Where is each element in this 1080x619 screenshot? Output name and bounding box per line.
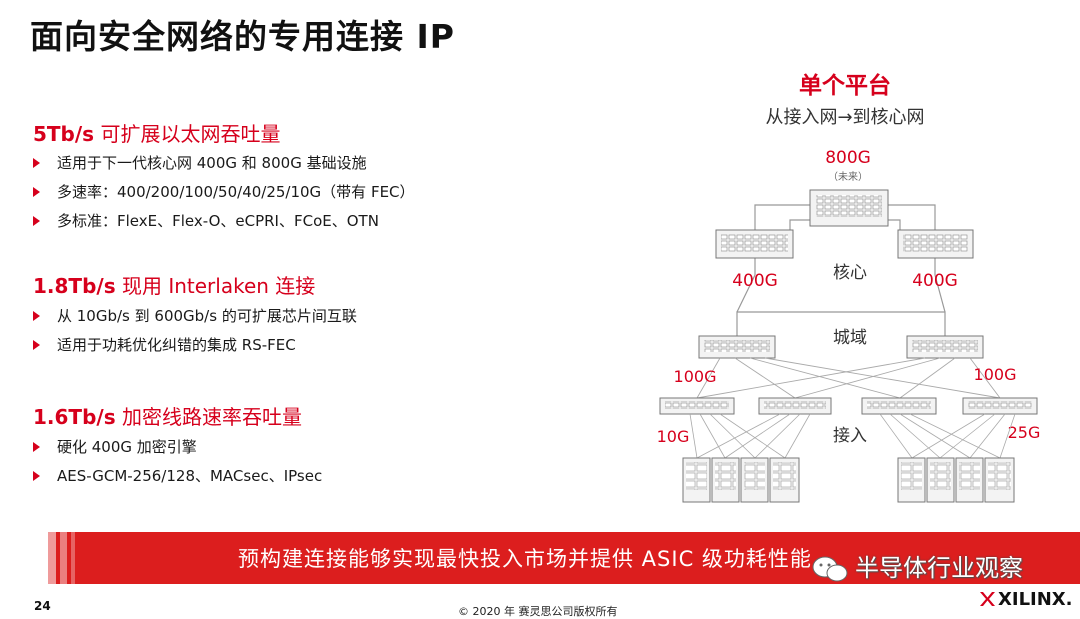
bullet-item: AES-GCM-256/128、MACsec、IPsec <box>33 465 322 486</box>
bullet-triangle-icon <box>33 470 40 481</box>
section-heading-ethernet: 5Tb/s 可扩展以太网吞吐量 <box>33 118 280 147</box>
bullet-triangle-icon <box>33 339 40 350</box>
bullet-text: 从 10Gb/s 到 600Gb/s 的可扩展芯片间互联 <box>57 307 357 325</box>
bullet-text: 适用于下一代核心网 400G 和 800G 基础设施 <box>57 154 367 172</box>
bullet-item: 多标准：FlexE、Flex-O、eCPRI、FCoE、OTN <box>33 210 379 231</box>
access-label: 接入 <box>833 426 867 446</box>
bullet-item: 从 10Gb/s 到 600Gb/s 的可扩展芯片间互联 <box>33 305 357 326</box>
wechat-icon <box>812 556 848 582</box>
bullet-item: 硬化 400G 加密引擎 <box>33 436 197 457</box>
core-switch-800g <box>809 189 889 227</box>
banner-text: 预构建连接能够实现最快投入市场并提供 ASIC 级功耗性能 <box>238 547 812 571</box>
section-heading-text: 现用 Interlaken 连接 <box>115 274 316 298</box>
access-switch <box>861 397 937 415</box>
banner-stripe <box>60 532 67 584</box>
banner-background <box>48 532 1080 584</box>
bullet-triangle-icon <box>33 441 40 452</box>
core-right-speed: 400G <box>912 271 958 291</box>
page-number: 24 <box>34 599 51 613</box>
access-left-speed: 10G <box>657 427 690 446</box>
top-speed-label: 800G <box>825 148 871 168</box>
core-switch-right <box>897 229 974 259</box>
access-switch <box>962 397 1038 415</box>
metro-right-speed: 100G <box>974 365 1017 384</box>
access-switch <box>659 397 735 415</box>
server-rack-right <box>897 457 1015 503</box>
section-heading-text: 加密线路速率吞吐量 <box>115 405 302 429</box>
core-left-speed: 400G <box>732 271 778 291</box>
server-rack-left <box>682 457 800 503</box>
bullet-triangle-icon <box>33 310 40 321</box>
metro-label: 城域 <box>833 328 867 348</box>
bullet-triangle-icon <box>33 157 40 168</box>
banner-stripe <box>48 532 56 584</box>
page-title: 面向安全网络的专用连接 IP <box>30 17 455 56</box>
access-right-speed: 25G <box>1008 423 1041 442</box>
bullet-item: 适用于下一代核心网 400G 和 800G 基础设施 <box>33 152 367 173</box>
section-heading-interlaken: 1.8Tb/s 现用 Interlaken 连接 <box>33 270 315 299</box>
core-label: 核心 <box>833 263 867 283</box>
section-heading-rate: 1.8Tb/s <box>33 274 116 298</box>
top-note-label: （未来） <box>828 171 868 183</box>
banner-stripe <box>71 532 75 584</box>
metro-switch-left <box>698 335 776 359</box>
section-heading-encryption: 1.6Tb/s 加密线路速率吞吐量 <box>33 401 302 430</box>
diagram-title: 单个平台 <box>799 72 891 99</box>
metro-left-speed: 100G <box>674 367 717 386</box>
diagram-subtitle: 从接入网→到核心网 <box>765 107 924 128</box>
watermark-text: 半导体行业观察 <box>855 554 1023 582</box>
bullet-item: 多速率：400/200/100/50/40/25/10G（带有 FEC） <box>33 181 415 202</box>
bullet-text: 多标准：FlexE、Flex-O、eCPRI、FCoE、OTN <box>57 212 379 230</box>
core-switch-left <box>715 229 794 259</box>
access-server-links <box>689 413 1016 459</box>
metro-access-links <box>696 357 1001 399</box>
section-heading-text: 可扩展以太网吞吐量 <box>94 122 281 146</box>
core-links <box>736 204 946 336</box>
access-switch <box>758 397 832 415</box>
bullet-item: 适用于功耗优化纠错的集成 RS-FEC <box>33 334 296 355</box>
section-heading-rate: 5Tb/s <box>33 122 95 146</box>
bullet-triangle-icon <box>33 215 40 226</box>
bullet-text: AES-GCM-256/128、MACsec、IPsec <box>57 467 323 485</box>
network-diagram: 单个平台 从接入网→到核心网 800G （未来） 400G 核心 400G 城域 <box>657 72 1041 503</box>
metro-switch-right <box>906 335 984 359</box>
xilinx-logo-icon <box>980 592 995 606</box>
copyright-text: © 2020 年 赛灵思公司版权所有 <box>458 605 618 618</box>
bullet-text: 多速率：400/200/100/50/40/25/10G（带有 FEC） <box>57 183 415 201</box>
bottom-banner: 预构建连接能够实现最快投入市场并提供 ASIC 级功耗性能 <box>48 532 1080 584</box>
bullet-text: 硬化 400G 加密引擎 <box>57 438 197 456</box>
bullet-triangle-icon <box>33 186 40 197</box>
bullet-text: 适用于功耗优化纠错的集成 RS-FEC <box>57 336 296 354</box>
xilinx-logo-text: XILINX. <box>998 589 1073 610</box>
section-heading-rate: 1.6Tb/s <box>33 405 116 429</box>
